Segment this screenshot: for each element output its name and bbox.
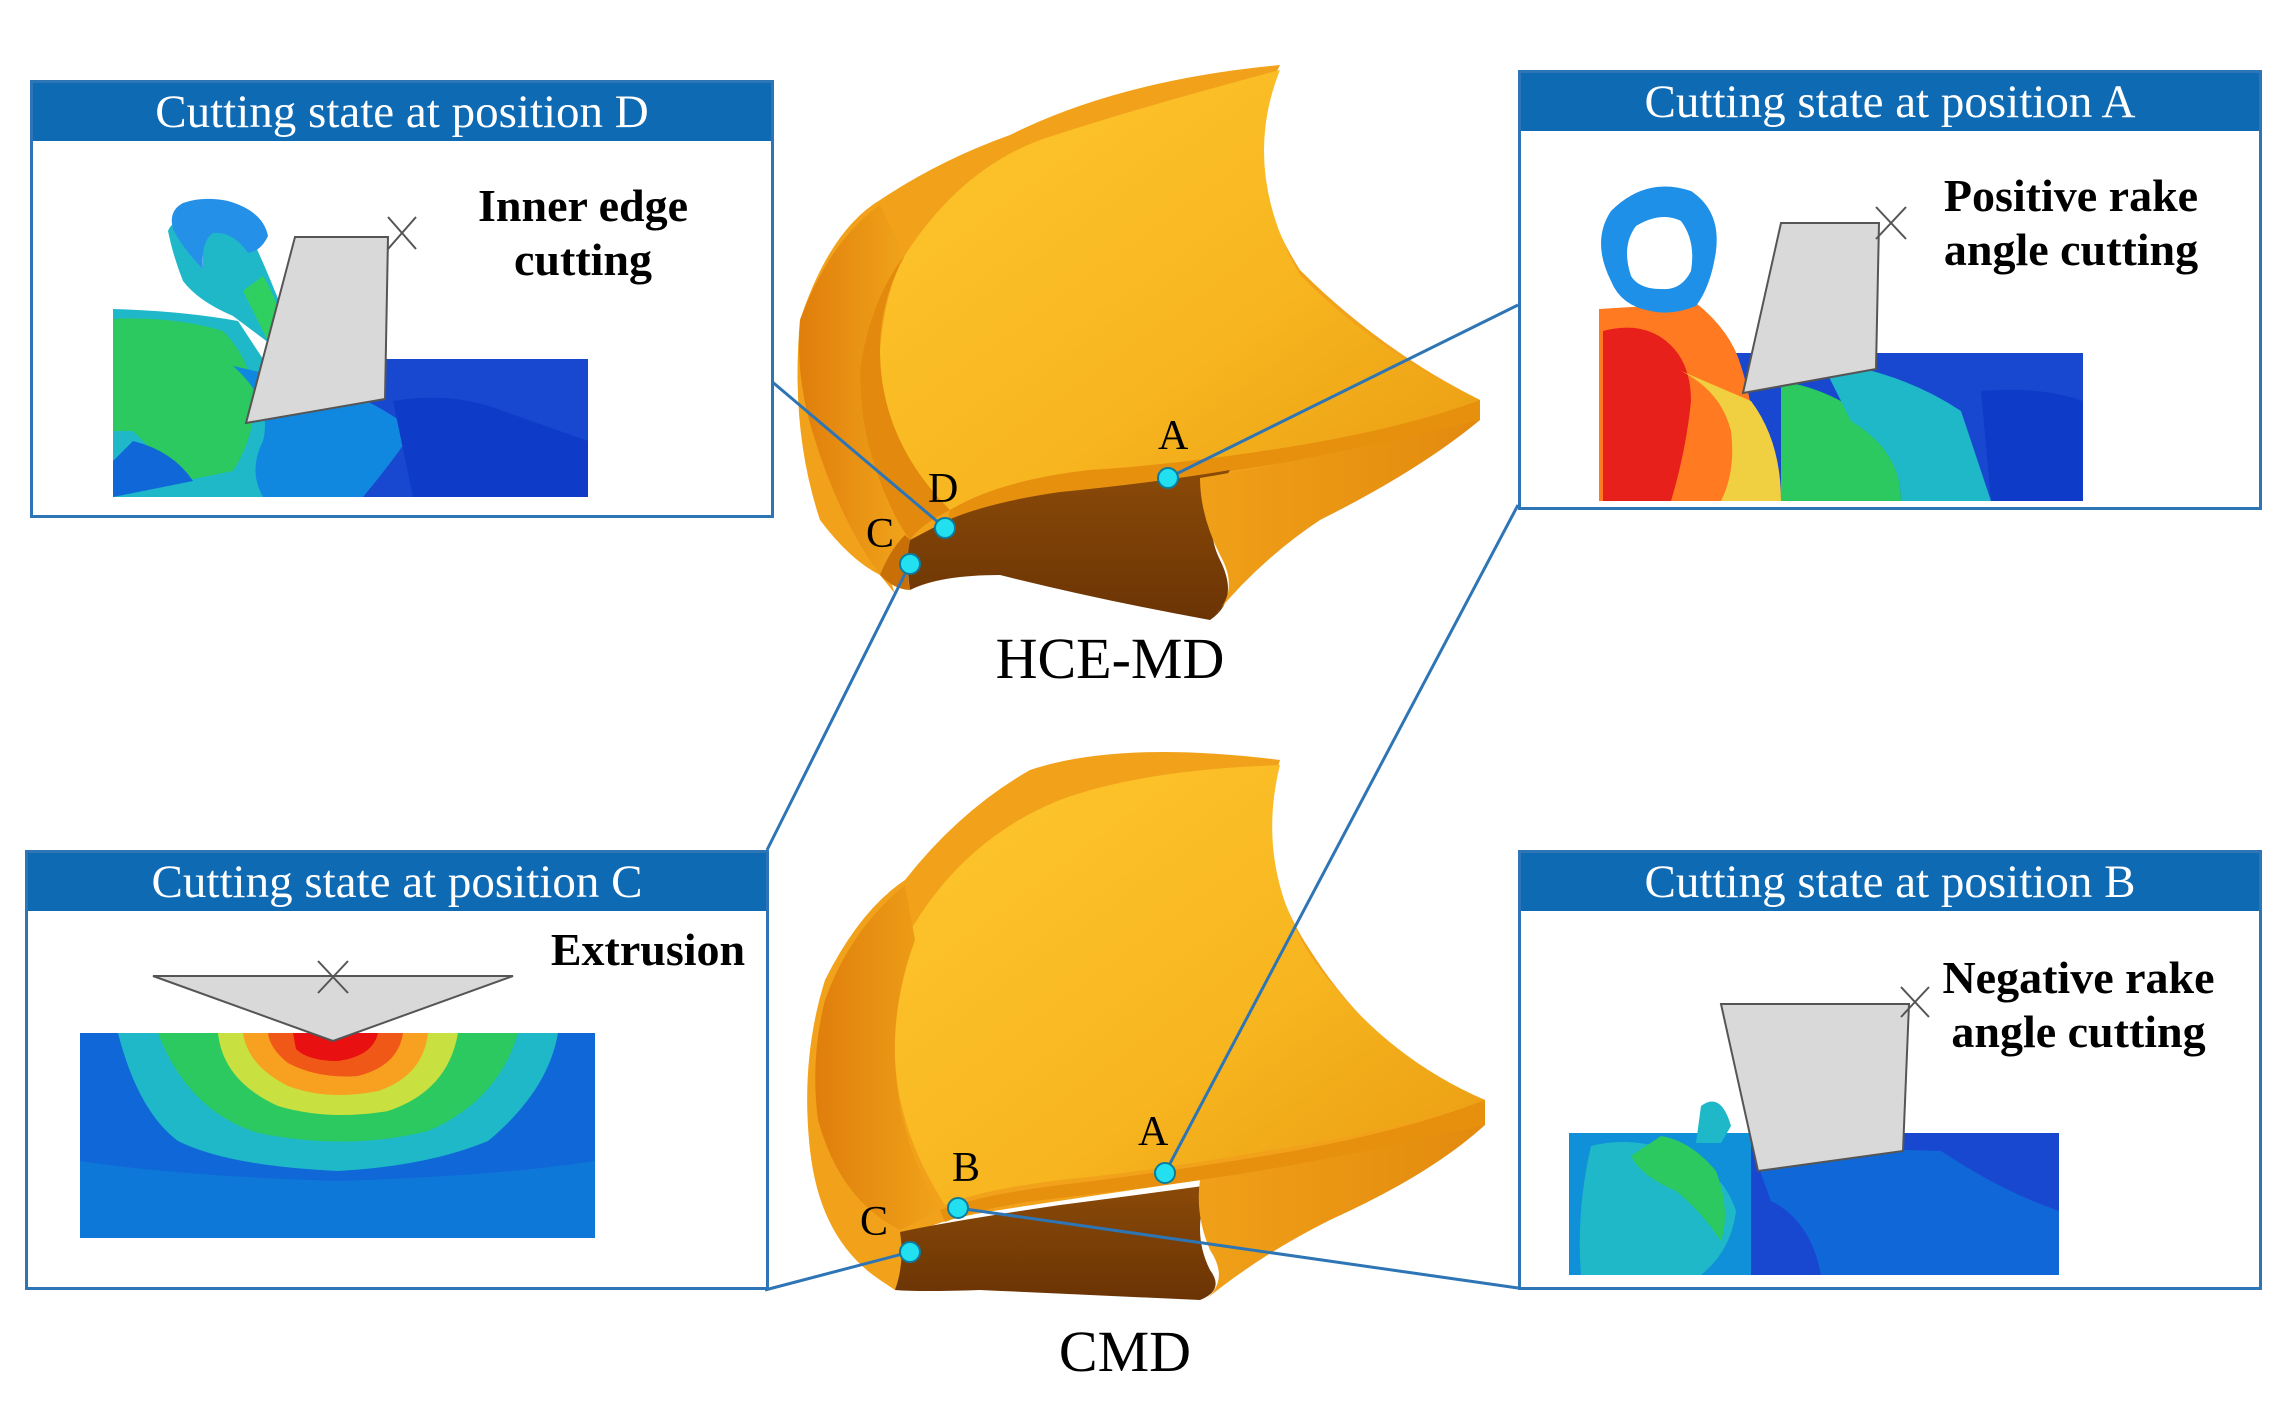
leader-line-C-top [765, 563, 912, 851]
point-marker-bottom-C [899, 1241, 921, 1263]
simulation-C [80, 960, 595, 1238]
point-label-bottom-C: C [860, 1199, 889, 1245]
panel-body-D: Inner edge cutting [33, 141, 771, 515]
point-marker-top-A [1157, 467, 1179, 489]
panel-position-C: Cutting state at position C Extrusion [25, 850, 769, 1290]
panel-title-C: Cutting state at position C [28, 853, 766, 911]
drill-top [797, 65, 1480, 620]
point-label-bottom-B: B [952, 1145, 981, 1191]
model-label-cmd: CMD [1058, 1319, 1192, 1384]
panel-position-B: Cutting state at position B Negative rak… [1518, 850, 2262, 1290]
leader-line-A-bottom [1163, 504, 1520, 1174]
panel-note-D: Inner edge cutting [478, 180, 688, 285]
point-marker-bottom-B [947, 1197, 969, 1219]
panel-body-A: Positive rake angle cutting [1521, 131, 2259, 507]
simulation-B [1569, 986, 2059, 1275]
leader-line-D [769, 378, 946, 530]
leader-line-C-bottom [764, 1250, 911, 1292]
panel-position-A: Cutting state at position A Positive rak… [1518, 70, 2262, 510]
panel-title-D: Cutting state at position D [33, 83, 771, 141]
point-label-top-C: C [866, 511, 895, 557]
point-marker-top-D [934, 517, 956, 539]
model-label-hce-md: HCE-MD [995, 626, 1225, 691]
drill-bottom [807, 752, 1485, 1300]
panel-body-B: Negative rake angle cutting [1521, 911, 2259, 1287]
leader-lines [764, 303, 1520, 1292]
simulation-A [1599, 186, 2083, 501]
panel-note-B: Negative rake angle cutting [1942, 952, 2215, 1057]
point-marker-bottom-A [1154, 1162, 1176, 1184]
point-label-top-A: A [1158, 413, 1189, 459]
simulation-D [113, 198, 588, 497]
panel-note-C: Extrusion [550, 924, 746, 975]
point-marker-top-C [899, 553, 921, 575]
panel-title-B: Cutting state at position B [1521, 853, 2259, 911]
panel-body-C: Extrusion [28, 911, 766, 1287]
point-label-top-D: D [928, 466, 959, 512]
leader-line-B [957, 1206, 1519, 1290]
panel-title-A: Cutting state at position A [1521, 73, 2259, 131]
panel-position-D: Cutting state at position D Inner edge c… [30, 80, 774, 518]
leader-line-A-top [1167, 303, 1519, 480]
panel-note-A: Positive rake angle cutting [1943, 170, 2199, 275]
point-label-bottom-A: A [1138, 1109, 1169, 1155]
